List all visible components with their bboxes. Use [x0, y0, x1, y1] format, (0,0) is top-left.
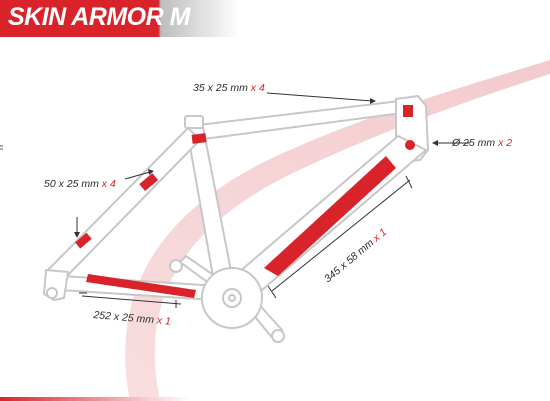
bottom-accent-line	[0, 397, 190, 401]
title-banner	[0, 0, 240, 37]
head-tube-dot-patch	[405, 140, 415, 150]
seat-stay-patch-lower	[75, 232, 92, 249]
label-chainstay-qty: x 1	[156, 314, 172, 328]
banner-title: SKIN ARMOR M	[8, 3, 190, 31]
label-head-tube-qty: x 2	[498, 137, 513, 149]
chainstay-patch	[86, 274, 196, 298]
label-seat-stay: 50 x 25 mm x 4	[44, 178, 116, 190]
label-top-tube: 35 x 25 mm x 4	[193, 82, 265, 94]
protector-patches	[75, 105, 415, 298]
leader-lines	[76, 92, 470, 308]
label-head-tube-size: Ø 25 mm	[452, 137, 496, 149]
label-seat-stay-size: 50 x 25 mm	[44, 178, 99, 190]
head-tube-patch	[403, 105, 413, 117]
down-tube-patch	[264, 156, 396, 276]
top-tube-patch	[191, 133, 207, 144]
label-head-tube: Ø 25 mm x 2	[452, 137, 512, 149]
label-top-tube-size: 35 x 25 mm	[193, 82, 248, 94]
seat-stay-patch-upper	[139, 173, 159, 191]
arrow-heads	[74, 98, 438, 238]
label-top-tube-qty: x 4	[250, 82, 265, 94]
crankset	[169, 254, 285, 343]
label-seat-stay-qty: x 4	[101, 178, 116, 190]
